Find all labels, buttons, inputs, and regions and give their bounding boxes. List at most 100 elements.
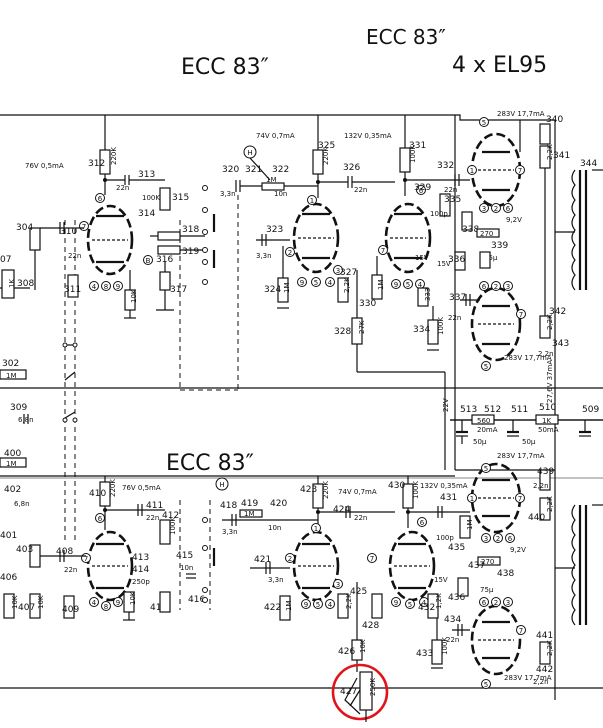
svg-text:560: 560 — [477, 417, 490, 425]
svg-text:250p: 250p — [132, 578, 150, 586]
svg-text:4: 4 — [328, 279, 333, 287]
upper-output: 5 3 2 6 7 1 283V 17,7mA 6 2 3 7 5 283V 1… — [467, 110, 603, 371]
label-r436: 436 — [448, 593, 465, 603]
svg-text:H: H — [247, 149, 252, 157]
svg-text:5: 5 — [484, 363, 488, 371]
svg-text:8: 8 — [104, 283, 108, 291]
svg-text:100K: 100K — [409, 145, 417, 163]
svg-text:100K: 100K — [441, 637, 449, 655]
svg-text:7: 7 — [518, 495, 522, 503]
label-r302: 302 — [2, 359, 19, 369]
label-r409: 409 — [62, 605, 79, 615]
label-r318: 318 — [182, 225, 199, 235]
upper-stage-3: 100K 331 132V 0,35mA 332 6 7 9 5 4 329 1… — [344, 115, 522, 351]
svg-text:6: 6 — [506, 205, 511, 213]
label-r419: 419 — [241, 499, 258, 509]
label-r342: 342 — [549, 307, 566, 317]
svg-text:3: 3 — [336, 267, 340, 275]
svg-text:22n: 22n — [444, 186, 457, 194]
svg-text:9: 9 — [304, 601, 308, 609]
svg-text:9: 9 — [116, 599, 120, 607]
svg-text:9: 9 — [300, 279, 304, 287]
label-r327: 327 — [340, 268, 357, 278]
svg-text:6,8n: 6,8n — [14, 500, 30, 508]
svg-text:75µ: 75µ — [480, 586, 494, 594]
label-r270-u: 270 — [480, 230, 493, 238]
label-r441: 441 — [536, 631, 553, 641]
svg-text:6: 6 — [419, 187, 424, 195]
svg-text:333: 333 — [424, 288, 432, 301]
label-r407: 407 — [18, 603, 35, 613]
label-r324: 324 — [264, 285, 281, 295]
svg-text:4: 4 — [422, 599, 427, 607]
label-r317: 317 — [170, 285, 187, 295]
label-r344: 344 — [580, 159, 597, 169]
op-point-lower-b: 283V 17,7mA — [504, 674, 552, 682]
label-r509: 509 — [582, 405, 599, 415]
label-r440: 440 — [528, 513, 545, 523]
label-c320: 320 — [222, 165, 239, 175]
svg-text:6,8n: 6,8n — [18, 416, 34, 424]
label-r442: 442 — [536, 665, 553, 675]
svg-text:1: 1 — [470, 167, 474, 175]
svg-text:6: 6 — [420, 519, 425, 527]
op-point-312: 76V 0,5mA — [25, 162, 64, 170]
svg-text:7: 7 — [370, 555, 374, 563]
label-r321: 321 — [245, 165, 262, 175]
label-c323: 323 — [266, 225, 283, 235]
svg-text:22n: 22n — [446, 636, 459, 644]
svg-text:2,2n: 2,2n — [533, 678, 549, 686]
title-ecc83-bottom: ECC 83″ — [166, 451, 254, 476]
svg-text:10K: 10K — [130, 289, 138, 303]
label-r434: 434 — [444, 615, 461, 625]
label-r438: 438 — [497, 569, 514, 579]
voltage-15v-l: 15V — [434, 576, 448, 584]
label-r339: 339 — [491, 241, 508, 251]
label-c322: 322 — [272, 165, 289, 175]
svg-text:22n: 22n — [448, 314, 461, 322]
label-r312: 312 — [88, 159, 105, 169]
current-20ma: 20mA — [477, 426, 498, 434]
svg-text:7: 7 — [519, 627, 523, 635]
svg-text:4: 4 — [328, 601, 333, 609]
label-r270-l: 270 — [481, 558, 494, 566]
label-r325: 325 — [318, 141, 335, 151]
left-input-network: 302 1M 309 6,8n 400 1M 402 6,8n 401 — [0, 342, 78, 541]
svg-text:3: 3 — [336, 581, 340, 589]
label-r430: 430 — [388, 481, 405, 491]
label-r435: 435 — [448, 543, 465, 553]
label-r416: 416 — [188, 595, 205, 605]
label-r331: 331 — [409, 141, 426, 151]
current-50ma: 50mA — [538, 426, 559, 434]
power-supply-filter: 513 512 560 20mA 511 510 1K 50mA 509 27,… — [450, 360, 603, 446]
svg-text:5: 5 — [408, 601, 412, 609]
svg-text:3,3n: 3,3n — [256, 252, 272, 260]
label-r417: 417 — [150, 603, 167, 613]
svg-text:5: 5 — [482, 119, 486, 127]
svg-text:3,3n: 3,3n — [268, 576, 284, 584]
svg-text:H: H — [219, 481, 224, 489]
svg-text:6: 6 — [98, 515, 103, 523]
label-r316: 316 — [156, 255, 173, 265]
svg-text:2,2K: 2,2K — [345, 593, 353, 609]
label-c411: 411 — [146, 501, 163, 511]
label-r410: 410 — [89, 489, 106, 499]
voltage-92v-u: 9,2V — [506, 216, 522, 224]
label-r311: 311 — [64, 285, 81, 295]
label-c313: 313 — [138, 170, 155, 180]
svg-text:15V: 15V — [437, 260, 451, 268]
svg-text:4: 4 — [92, 283, 97, 291]
svg-text:3: 3 — [506, 599, 510, 607]
svg-text:2: 2 — [288, 555, 292, 563]
label-r304: 304 — [16, 223, 33, 233]
svg-text:6: 6 — [98, 195, 103, 203]
svg-text:1M: 1M — [377, 280, 385, 291]
label-r341: 341 — [553, 151, 570, 161]
label-c420: 420 — [270, 499, 287, 509]
label-r400: 400 — [4, 449, 21, 459]
svg-text:220K: 220K — [109, 479, 117, 497]
title-ecc83-left: ECC 83″ — [181, 55, 269, 80]
svg-text:4: 4 — [92, 599, 97, 607]
svg-text:2,2K: 2,2K — [546, 144, 554, 160]
